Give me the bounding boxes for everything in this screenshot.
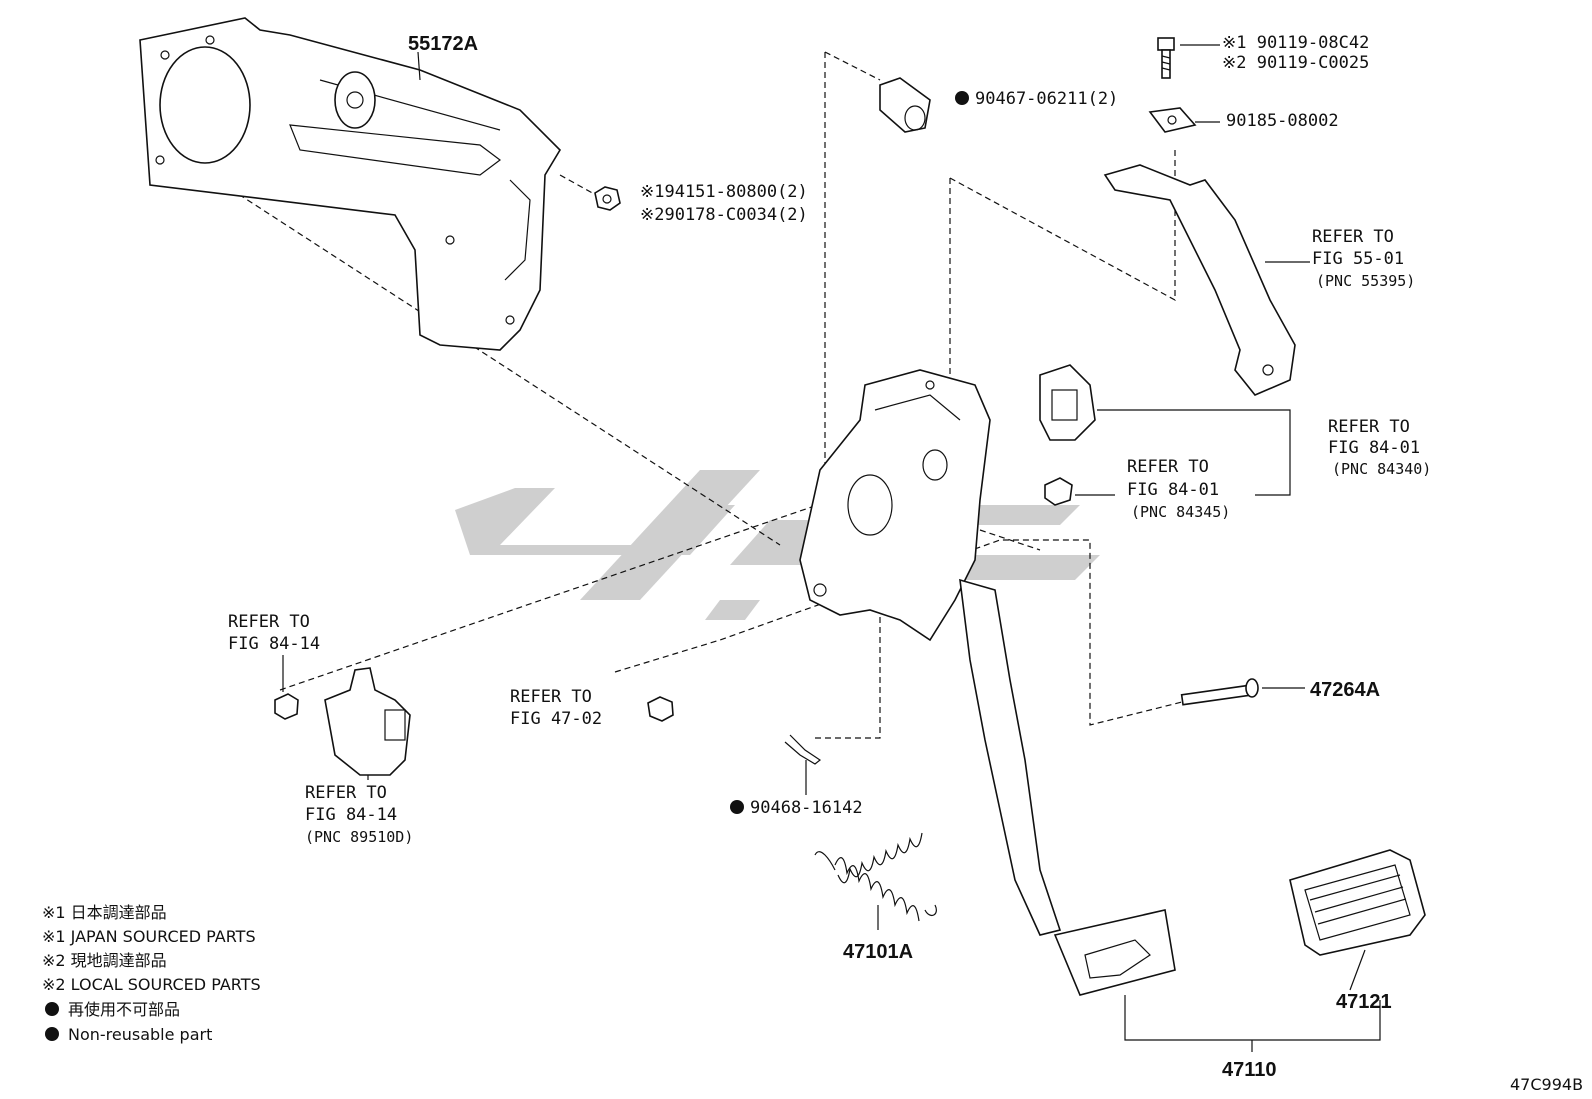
clip-nut-icon [1148, 107, 1197, 133]
ref-84-01a-line1: REFER TO [1328, 417, 1410, 437]
ref-55-01-line3: (PNC 55395) [1316, 272, 1415, 290]
legend-line-3: ※2 現地調達部品 [42, 951, 167, 970]
bolt-icon [1157, 37, 1175, 79]
non-reusable-dot-2 [730, 800, 744, 814]
ref-47-02-line1: REFER TO [510, 687, 592, 707]
support-bracket [1103, 164, 1296, 396]
label-47121: 47121 [1336, 991, 1392, 1013]
nut-47-02-icon [647, 696, 674, 722]
watermark-logo [455, 470, 1100, 620]
ref-84-14a-line2: FIG 84-14 [228, 634, 320, 654]
pedal-pad-47121 [1289, 849, 1426, 956]
ref-84-14a-line1: REFER TO [228, 612, 310, 632]
switch-connector-icon [1039, 364, 1096, 441]
stroke-sensor-icon [274, 667, 411, 776]
label-90467: 90467-06211(2) [975, 89, 1118, 109]
label-55172a: 55172A [408, 33, 478, 55]
flange-nut-icon [594, 186, 621, 211]
label-bolt-1: ※1 90119-08C42 [1222, 33, 1369, 53]
legend-line-4: ※2 LOCAL SOURCED PARTS [42, 975, 261, 994]
ref-84-01a-line2: FIG 84-01 [1328, 438, 1420, 458]
cotter-pin-icon [784, 734, 822, 765]
legend-dot-2 [45, 1027, 59, 1041]
legend-dot-1 [45, 1002, 59, 1016]
grommet-icon [1044, 477, 1073, 506]
legend-line-5: 再使用不可部品 [68, 1000, 180, 1019]
non-reusable-dot [955, 91, 969, 105]
legend-line-2: ※1 JAPAN SOURCED PARTS [42, 927, 256, 946]
assembly-bracket-47110 [1124, 995, 1381, 1052]
assembly-lines [154, 51, 1191, 739]
ref-84-01b-line1: REFER TO [1127, 457, 1209, 477]
label-bolt-2: ※2 90119-C0025 [1222, 53, 1369, 73]
label-47110: 47110 [1222, 1059, 1277, 1081]
pedal-support-bracket [799, 369, 991, 642]
ref-84-14b-line3: (PNC 89510D) [305, 828, 413, 846]
label-nut-2: ※290178-C0034(2) [640, 205, 808, 225]
legend-line-1: ※1 日本調達部品 [42, 903, 167, 922]
brake-pedal-arm [959, 578, 1176, 996]
return-spring-icon [814, 832, 937, 922]
legend-line-6: Non-reusable part [68, 1025, 212, 1044]
ref-84-01b-line3: (PNC 84345) [1131, 503, 1230, 521]
ref-55-01-line2: FIG 55-01 [1312, 249, 1404, 269]
ref-84-14b-line2: FIG 84-14 [305, 805, 397, 825]
diagram-id: 47C994B [1510, 1075, 1583, 1094]
label-90185: 90185-08002 [1226, 111, 1339, 131]
ref-47-02-line2: FIG 47-02 [510, 709, 602, 729]
ref-84-01b-line2: FIG 84-01 [1127, 480, 1219, 500]
ref-84-14b-line1: REFER TO [305, 783, 387, 803]
bracket-plate-55172a [139, 17, 562, 351]
clevis-pin-icon [1180, 678, 1259, 706]
switch-pin-icon [879, 77, 931, 133]
label-nut-1: ※194151-80800(2) [640, 182, 808, 202]
label-90468: 90468-16142 [750, 798, 863, 818]
ref-55-01-line1: REFER TO [1312, 227, 1394, 247]
label-47264a: 47264A [1310, 679, 1380, 701]
label-47101a: 47101A [843, 941, 913, 963]
ref-84-01a-line3: (PNC 84340) [1332, 460, 1431, 478]
legend: ※1 日本調達部品 ※1 JAPAN SOURCED PARTS ※2 現地調達… [42, 903, 261, 1044]
